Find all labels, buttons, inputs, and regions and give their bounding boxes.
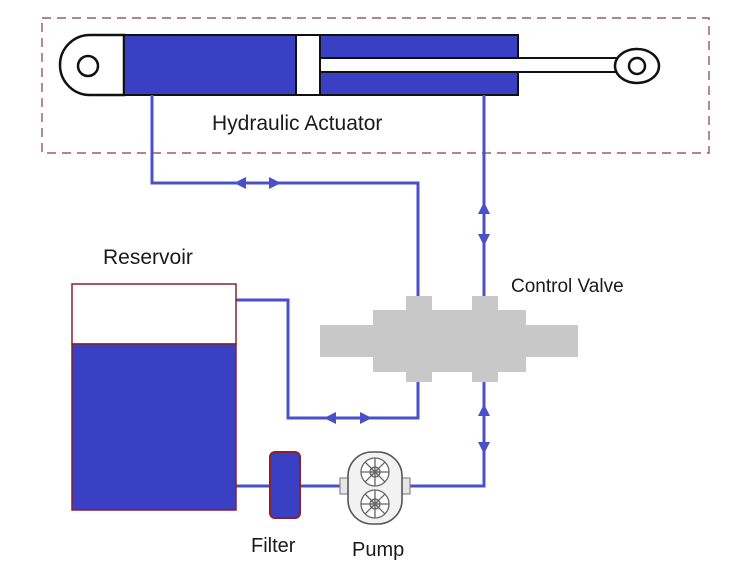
arrow-down-icon xyxy=(478,442,490,454)
pump-label: Pump xyxy=(352,539,404,561)
filter xyxy=(269,451,301,519)
arrow-left-icon xyxy=(234,177,246,189)
valve-port-left xyxy=(406,296,432,382)
reservoir-air-space xyxy=(71,283,237,345)
piston xyxy=(295,34,321,96)
actuator-enclosure xyxy=(41,17,710,154)
hydraulic-lines xyxy=(150,95,486,488)
pump-gear-icon xyxy=(360,457,390,519)
actuator-label: Hydraulic Actuator xyxy=(212,112,382,135)
valve-body-center xyxy=(373,310,526,372)
arrow-up-icon xyxy=(478,202,490,214)
line-reservoir-return xyxy=(236,298,420,420)
reservoir-label: Reservoir xyxy=(103,246,193,269)
rod-end-hole xyxy=(627,56,647,76)
arrow-right-icon xyxy=(269,177,281,189)
line-actuator-left-to-valve xyxy=(150,95,420,300)
control-valve xyxy=(320,296,578,382)
flow-arrows xyxy=(234,177,490,454)
reservoir-fluid xyxy=(71,343,237,511)
reservoir xyxy=(71,283,237,511)
cylinder-chamber-left xyxy=(123,34,297,96)
valve-label: Control Valve xyxy=(511,276,624,297)
arrow-down-icon xyxy=(478,234,490,246)
pump xyxy=(339,451,411,525)
valve-port-right xyxy=(472,296,498,382)
arrow-up-icon xyxy=(478,404,490,416)
arrow-left-icon xyxy=(324,412,336,424)
actuator-mount-hole xyxy=(76,54,100,78)
filter-label: Filter xyxy=(251,535,296,557)
arrow-right-icon xyxy=(360,412,372,424)
line-pump-to-valve xyxy=(410,382,486,488)
piston-rod xyxy=(319,57,621,73)
hydraulic-actuator xyxy=(58,33,661,97)
